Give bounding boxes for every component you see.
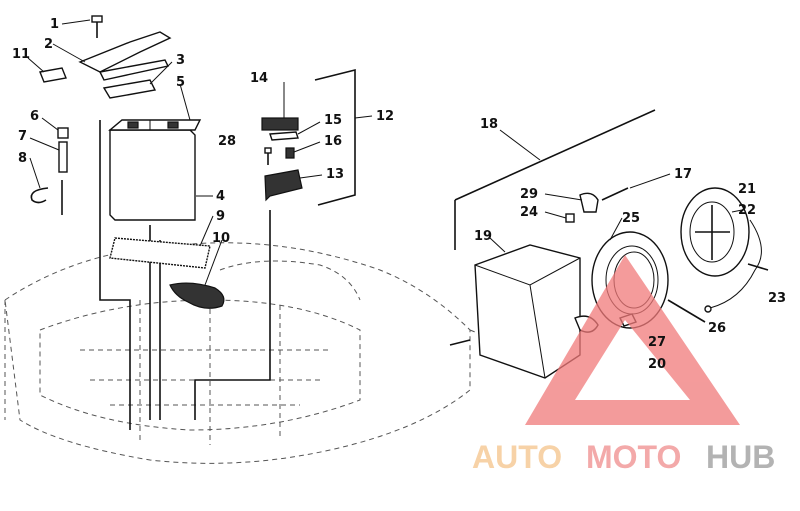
label-12: 12 xyxy=(376,109,394,124)
part-labels: 1 2 11 3 5 6 7 8 4 9 10 14 15 16 28 13 1… xyxy=(12,17,786,372)
label-4: 4 xyxy=(216,189,225,204)
label-14: 14 xyxy=(250,71,268,86)
label-13: 13 xyxy=(326,167,344,182)
label-19: 19 xyxy=(474,229,492,244)
label-5: 5 xyxy=(176,75,185,90)
tray-pad-part-9 xyxy=(109,237,211,269)
battery-part-4 xyxy=(108,119,202,221)
label-3: 3 xyxy=(176,53,185,68)
label-6: 6 xyxy=(30,109,39,124)
label-17: 17 xyxy=(674,167,692,182)
screw-part-28 xyxy=(264,147,272,165)
label-28: 28 xyxy=(218,134,236,149)
watermark-moto: MOTO xyxy=(586,439,681,475)
cap-part-6 xyxy=(57,127,69,139)
label-23: 23 xyxy=(768,291,786,306)
bolt-part-1 xyxy=(91,15,103,38)
watermark-hub: HUB xyxy=(706,439,775,475)
label-22: 22 xyxy=(738,203,756,218)
clamp-part-8 xyxy=(30,187,49,204)
strap-part-2 xyxy=(78,31,172,81)
bracket-part-29 xyxy=(579,192,599,213)
screw-part-26 xyxy=(667,299,706,323)
label-21: 21 xyxy=(738,182,756,197)
label-8: 8 xyxy=(18,151,27,166)
label-20: 20 xyxy=(648,357,666,372)
label-26: 26 xyxy=(708,321,726,336)
watermark-triangle-icon xyxy=(525,255,740,425)
tether-part-22 xyxy=(709,219,762,309)
label-27: 27 xyxy=(648,335,666,350)
cover-part-10 xyxy=(169,282,225,309)
label-1: 1 xyxy=(50,17,59,32)
callout-lines xyxy=(27,19,743,286)
screw-part-17 xyxy=(601,187,629,201)
label-7: 7 xyxy=(18,129,27,144)
holder-part-13 xyxy=(264,169,303,202)
pad-part-11 xyxy=(39,67,67,83)
cap-part-21 xyxy=(680,187,750,277)
label-16: 16 xyxy=(324,134,342,149)
pad-part-3 xyxy=(102,79,157,99)
label-18: 18 xyxy=(480,117,498,132)
label-11: 11 xyxy=(12,47,30,62)
label-15: 15 xyxy=(324,113,342,128)
label-24: 24 xyxy=(520,205,538,220)
watermark-auto: AUTO xyxy=(472,439,562,475)
box-part-19 xyxy=(474,244,581,379)
label-10: 10 xyxy=(212,231,230,246)
fuse-part-14 xyxy=(261,117,299,131)
label-29: 29 xyxy=(520,187,538,202)
terminal-part-16 xyxy=(285,147,295,159)
chassis-outline xyxy=(4,242,521,464)
spacer-part-24 xyxy=(565,213,575,223)
watermark: AUTO MOTO HUB xyxy=(472,255,775,475)
tube-part-7 xyxy=(58,141,68,173)
label-25: 25 xyxy=(622,211,640,226)
clip-part-15 xyxy=(269,131,299,141)
label-9: 9 xyxy=(216,209,225,224)
label-2: 2 xyxy=(44,37,53,52)
